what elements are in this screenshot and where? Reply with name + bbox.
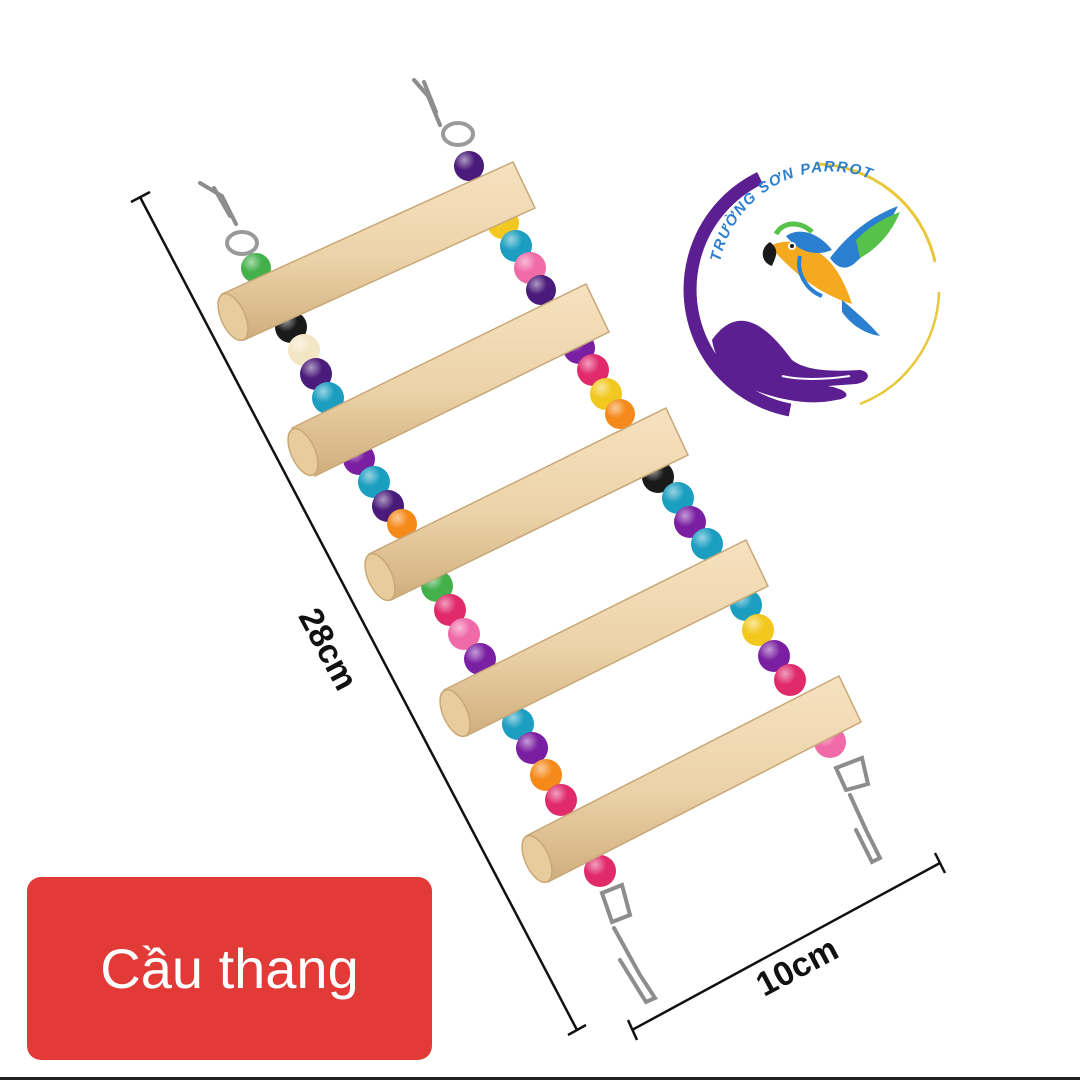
macaw-parrot-icon [762,206,900,336]
ladder-rungs [217,161,862,884]
rung-3 [364,406,689,602]
rung-2 [287,282,610,478]
right-bead-string [454,151,846,758]
hook-top-right [412,78,475,147]
rung-4 [439,538,769,738]
height-dimension-line [130,190,587,1037]
hook-top-left [198,181,259,256]
width-dimension-line [626,852,947,1041]
product-name-badge: Cầu thang [27,877,432,1060]
product-name-label: Cầu thang [100,936,359,1000]
rung-5 [521,674,862,884]
brand-logo: TRƯỜNG SƠN PARROT [683,158,941,417]
hook-bottom-left [599,882,658,1005]
hook-bottom-right [833,755,883,865]
bottom-divider [0,1077,1080,1080]
left-bead-string [241,253,616,887]
rung-1 [217,161,537,342]
